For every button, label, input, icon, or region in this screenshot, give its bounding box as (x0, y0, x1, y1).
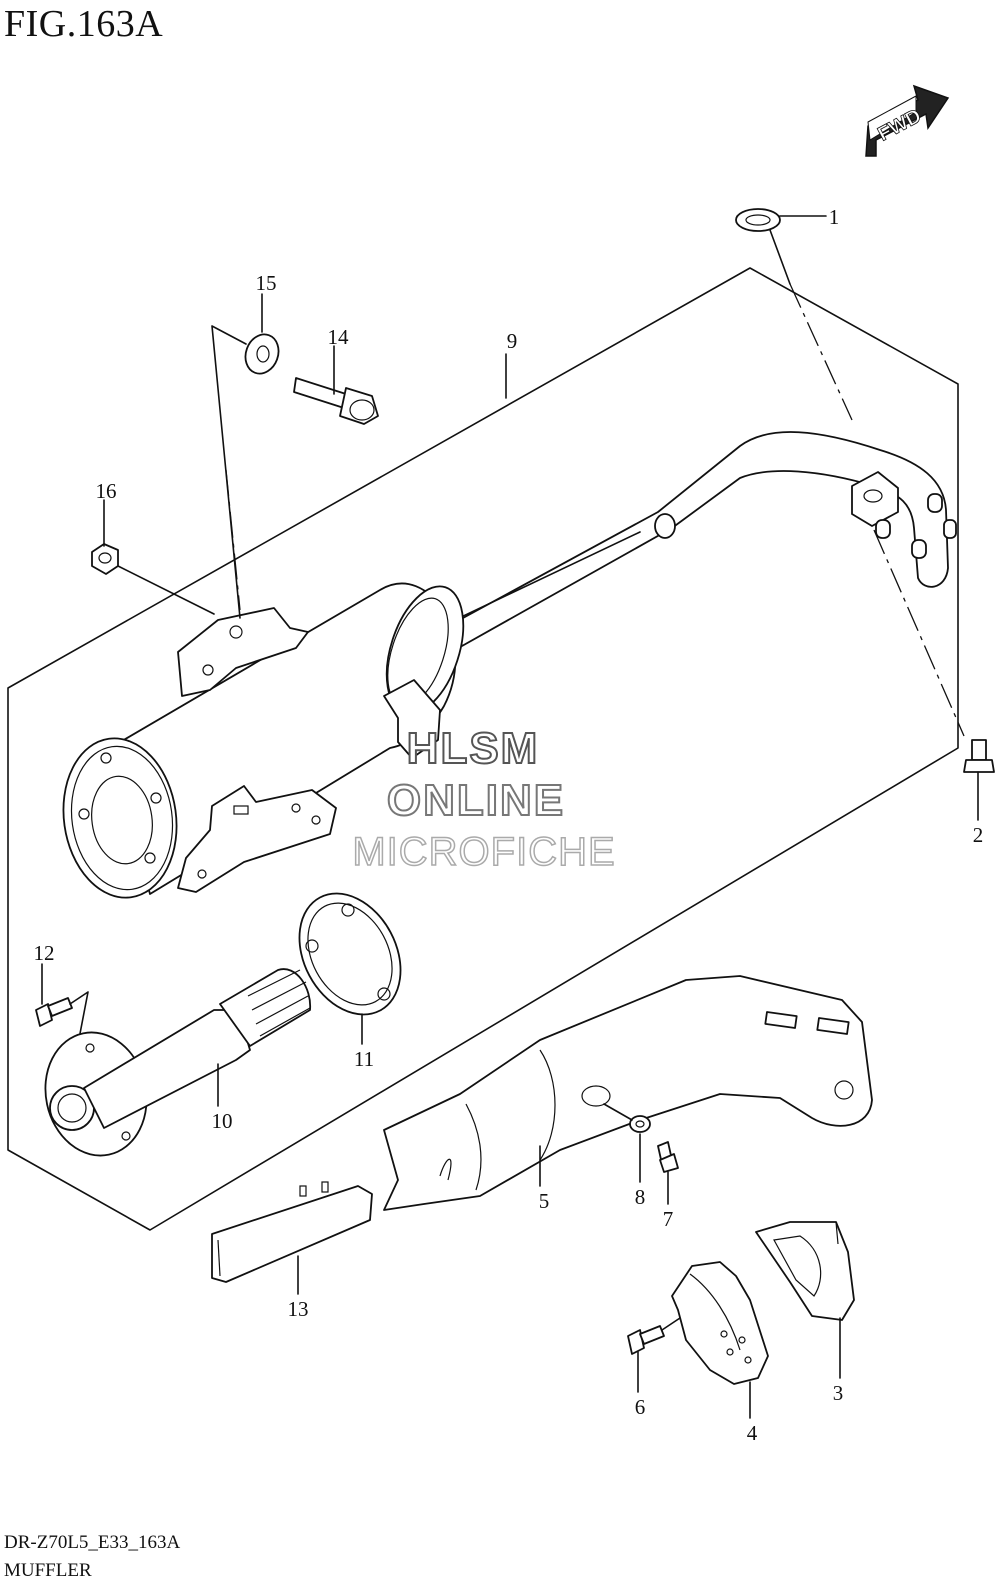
callout-7: 7 (663, 1207, 674, 1231)
callout-16: 16 (96, 479, 117, 503)
callout-3: 3 (833, 1381, 844, 1405)
part-10-tail-pipe (44, 968, 311, 1157)
part-2-bolt (963, 739, 995, 773)
part-11-gasket (298, 892, 402, 1016)
part-8-washer (629, 1115, 651, 1133)
part-3-protector-cap (755, 1221, 855, 1321)
forward-arrow-icon: FWD (865, 84, 950, 157)
part-14-bolt (293, 377, 379, 425)
assembly-outline (7, 267, 959, 1231)
exhaust-pipe (451, 431, 957, 647)
part-4-protector (671, 1261, 769, 1385)
callout-4: 4 (747, 1421, 758, 1445)
callout-2: 2 (973, 823, 984, 847)
figure-title: FIG.163A (4, 3, 164, 45)
callout-9: 9 (507, 329, 518, 353)
part-16-nut (91, 543, 119, 575)
callout-14: 14 (328, 325, 350, 349)
callout-11: 11 (354, 1047, 374, 1071)
part-12-bolt (35, 997, 73, 1027)
callout-1: 1 (829, 205, 840, 229)
part-15-washer (244, 333, 280, 375)
callout-13: 13 (288, 1297, 309, 1321)
callout-8: 8 (635, 1185, 646, 1209)
section-name: MUFFLER (4, 1560, 92, 1581)
callout-6: 6 (635, 1395, 646, 1419)
callout-5: 5 (539, 1189, 550, 1213)
part-1-gasket (735, 208, 781, 232)
part-13-cover (211, 1181, 373, 1283)
part-7-screw (657, 1141, 679, 1173)
muffler-body (62, 582, 465, 899)
callout-12: 12 (34, 941, 55, 965)
part-6-bolt (627, 1325, 665, 1355)
callout-10: 10 (212, 1109, 233, 1133)
part-5-heat-shield (383, 975, 873, 1211)
model-code: DR-Z70L5_E33_163A (4, 1532, 181, 1553)
callout-15: 15 (256, 271, 277, 295)
